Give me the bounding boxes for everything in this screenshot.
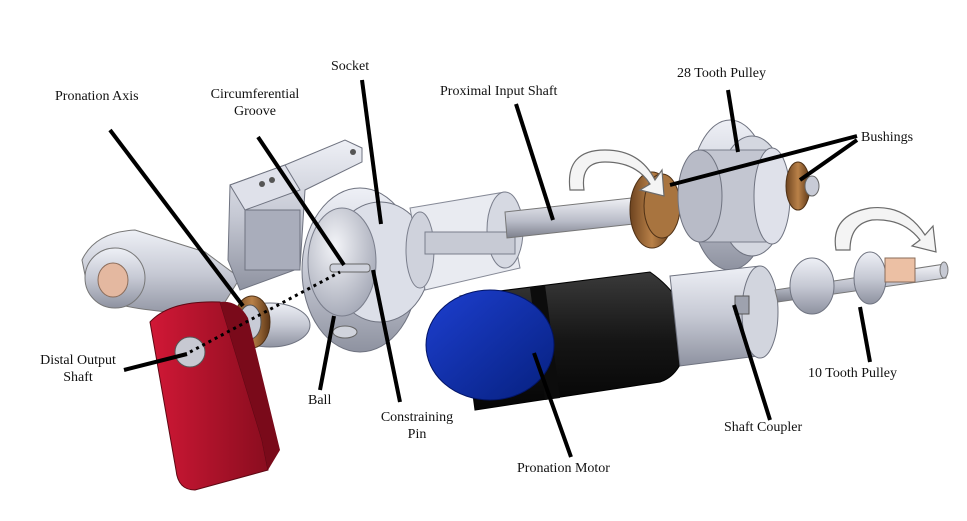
leader-ball [318,315,336,391]
label-circumferential-groove-line2: Groove [234,104,276,119]
leader-28-tooth-pulley [726,89,740,153]
proximal-housing [405,191,524,291]
label-circumferential-groove: Circumferential Groove [203,86,307,120]
label-socket: Socket [331,59,370,74]
leader-bushings-a [669,134,858,187]
leader-pronation-axis [108,128,245,308]
leader-lines [108,79,872,458]
label-constraining-pin: Constraining Pin [372,409,462,443]
label-constraining-pin-line1: Constraining [380,410,454,425]
label-distal-output-shaft: Distal Output Shaft [30,352,126,386]
leader-socket [360,79,383,225]
leader-circumferential-groove [256,135,346,267]
label-28-tooth-pulley: 28 Tooth Pulley [677,66,766,81]
label-distal-output-shaft-line1: Distal Output [40,353,116,368]
pulley-28-tooth [677,119,791,271]
label-pronation-axis: Pronation Axis [55,89,139,104]
label-constraining-pin-line2: Pin [407,427,427,442]
label-shaft-coupler: Shaft Coupler [724,420,803,435]
leader-10-tooth-pulley [858,306,872,363]
leader-proximal-input-shaft [514,103,555,221]
label-ball: Ball [308,393,332,408]
label-pronation-motor: Pronation Motor [517,461,610,476]
label-bushings: Bushings [861,130,914,145]
bushing-right [785,161,820,211]
rotation-arrow-upper [568,149,665,197]
label-10-tooth-pulley: 10 Tooth Pulley [808,366,897,381]
rotation-arrow-lower [834,206,937,253]
label-proximal-input-shaft: Proximal Input Shaft [440,84,558,99]
lower-shaft-pulley [774,251,949,315]
label-distal-output-shaft-line2: Shaft [63,370,93,385]
leader-distal-output-shaft [123,352,188,372]
leader-bushings-b [798,138,859,182]
shaft-coupler [669,265,779,367]
leader-constraining-pin [371,269,402,403]
bracket-block [227,139,363,291]
pronation-motor [425,271,689,411]
label-circumferential-groove-line1: Circumferential [210,87,300,102]
leader-pronation-motor [532,352,573,458]
leader-shaft-coupler [732,304,772,421]
pronation-axis-line [189,270,341,354]
red-output-link [149,301,280,491]
